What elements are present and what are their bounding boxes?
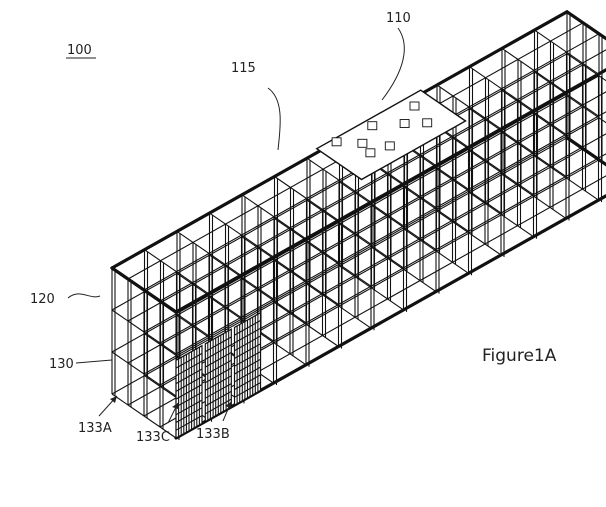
robot-component-5 <box>384 141 395 151</box>
ref-label-120: 120 <box>30 292 55 307</box>
frame-member-235 <box>565 136 606 167</box>
frame-member-232 <box>110 266 178 314</box>
frame-member-253 <box>175 415 203 431</box>
storage-bins <box>175 311 262 440</box>
robot-component-6 <box>409 101 420 111</box>
frame-member-231 <box>565 10 606 41</box>
robot-component-4 <box>422 118 433 128</box>
ref-label-110: 110 <box>386 11 411 26</box>
robot-vehicle <box>315 89 467 181</box>
ref-label-130: 130 <box>49 357 74 372</box>
ref-label-133b: 133B <box>196 427 230 442</box>
frame-member-281 <box>234 351 261 367</box>
bin-133c <box>204 328 232 423</box>
robot-component-3 <box>399 119 410 128</box>
frame-member-263 <box>205 367 232 384</box>
ref-label-115: 115 <box>231 61 256 76</box>
frame-member-233 <box>174 68 606 314</box>
ref-label-133c: 133C <box>136 430 170 445</box>
leader-130 <box>75 359 113 364</box>
leader-lines <box>66 27 405 424</box>
robot-component-7 <box>365 148 376 158</box>
bin-133b <box>233 311 262 407</box>
frame-member-285 <box>234 366 261 383</box>
ref-label-133a: 133A <box>78 421 112 436</box>
frame-member-267 <box>205 383 232 399</box>
frame-member-265 <box>205 375 232 391</box>
ref-label-100: 100 <box>67 43 92 58</box>
frame-member-251 <box>175 407 203 423</box>
leader-110 <box>381 27 405 101</box>
robot-component-2 <box>367 121 378 131</box>
frame-member-269 <box>205 390 232 407</box>
leader-115 <box>267 87 281 151</box>
arrowhead-133c <box>172 403 178 409</box>
arrowhead-133b <box>225 402 231 408</box>
robot-component-1 <box>357 138 368 148</box>
frame-member-287 <box>234 374 261 390</box>
figure-caption: Figure1A <box>482 346 557 366</box>
frame-member-247 <box>175 391 203 408</box>
leader-120 <box>67 293 101 299</box>
bin-133a <box>175 344 203 440</box>
frame-member-249 <box>175 399 203 416</box>
frame-member-245 <box>175 384 203 400</box>
frame-member-289 <box>234 382 261 398</box>
frame-member-283 <box>234 358 261 375</box>
frame-member-271 <box>205 398 232 415</box>
robot-platform <box>315 89 467 181</box>
arrowhead-133a <box>110 396 117 403</box>
robot-component-0 <box>331 137 342 147</box>
